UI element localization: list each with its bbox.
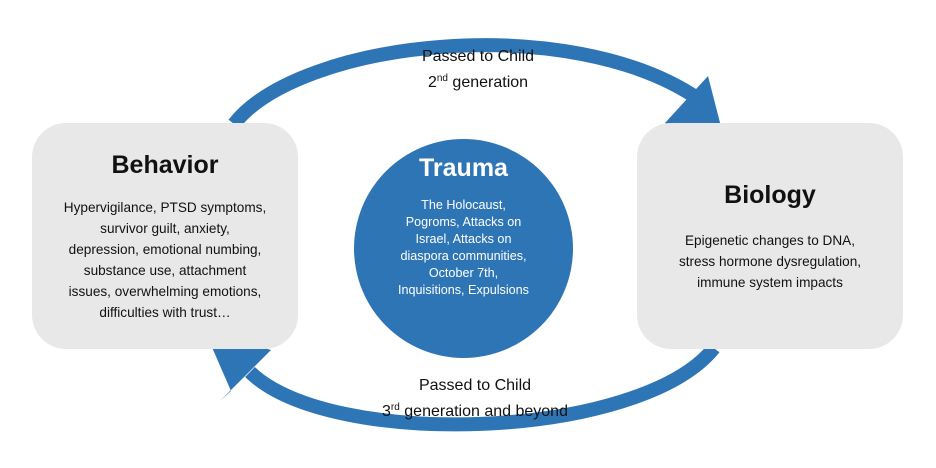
trauma-line: The Holocaust, [421,198,506,212]
trauma-title: Trauma [419,154,508,182]
biology-box: Biology Epigenetic changes to DNA, stres… [637,123,903,349]
ordinal-suffix: rd [390,402,400,413]
behavior-line: difficulties with trust… [99,305,231,320]
bottom-arrow-arc [245,343,720,432]
behavior-line: survivor guilt, anxiety, [100,221,230,236]
bottom-arrow-label-line1: Passed to Child [418,377,532,394]
biology-line: immune system impacts [697,275,843,290]
behavior-description: Hypervigilance, PTSD symptoms, survivor … [40,197,290,323]
behavior-title: Behavior [111,151,219,179]
trauma-line: Pogroms, Attacks on [405,215,522,229]
trauma-line: Inquisitions, Expulsions [398,283,529,297]
top-arrow-arc [228,38,704,129]
bottom-arrow-head [211,339,271,401]
trauma-line: diaspora communities, [400,249,527,263]
behavior-box: Behavior Hypervigilance, PTSD symptoms, … [32,123,298,349]
generation-number: 2 [427,74,437,91]
trauma-line: October 7th, [428,266,499,280]
ordinal-suffix: nd [436,73,448,84]
bottom-arrow-label: Passed to Child 3rd generation and beyon… [340,373,610,425]
behavior-line: Hypervigilance, PTSD symptoms, [63,200,267,215]
biology-line: Epigenetic changes to DNA, [684,233,856,248]
biology-description: Epigenetic changes to DNA, stress hormon… [645,230,895,293]
generation-text: generation and beyond [399,403,568,420]
biology-title: Biology [724,181,816,209]
behavior-line: depression, emotional numbing, [68,242,262,257]
top-arrow-label-line1: Passed to Child [421,48,535,65]
trauma-line: Israel, Attacks on [415,232,512,246]
generation-text: generation [447,74,529,91]
biology-line: stress hormone dysregulation, [678,254,862,269]
generation-number: 3 [382,403,391,420]
trauma-circle: Trauma The Holocaust, Pogroms, Attacks o… [354,139,573,358]
bottom-arrow-label-line2: 3rd generation and beyond [340,399,610,425]
top-arrow-label: Passed to Child 2nd generation [378,44,578,96]
trauma-description: The Holocaust, Pogroms, Attacks on Israe… [376,197,552,299]
behavior-line: substance use, attachment [83,263,247,278]
behavior-line: issues, overwhelming emotions, [68,284,262,299]
top-arrow-label-line2: 2nd generation [378,70,578,96]
